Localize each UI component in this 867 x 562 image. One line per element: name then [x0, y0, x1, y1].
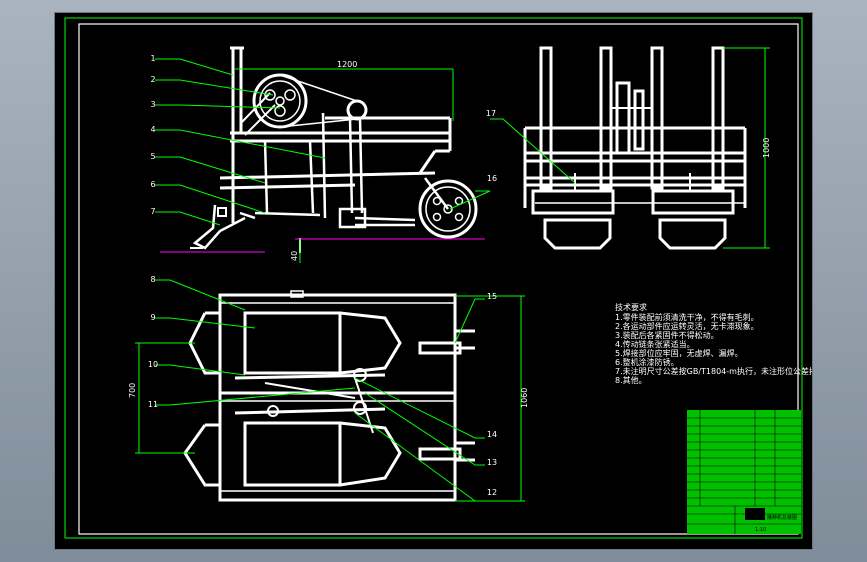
note-4: 4.传动链条张紧适当。	[615, 339, 695, 349]
note-3: 3.装配后各紧固件不得松动。	[615, 330, 719, 340]
callout-7: 7	[150, 207, 155, 216]
plan-view	[183, 290, 475, 502]
callout-4: 4	[150, 125, 155, 134]
callout-14: 14	[487, 430, 497, 439]
callout-15: 15	[487, 292, 497, 301]
callout-16: 16	[487, 174, 497, 183]
callout-9: 9	[150, 313, 155, 322]
note-5: 5.焊接部位应牢固，无虚焊、漏焊。	[615, 348, 743, 358]
callout-3: 3	[150, 100, 155, 109]
dim-small-text: 40	[290, 251, 299, 261]
note-6: 6.整机涂漆防锈。	[615, 357, 679, 367]
leaders-side	[155, 58, 491, 226]
callout-11: 11	[148, 400, 158, 409]
callout-1: 1	[150, 54, 155, 63]
callout-10: 10	[148, 360, 158, 369]
outer-frame	[64, 17, 803, 539]
note-8: 8.其他。	[615, 375, 647, 385]
callout-2: 2	[150, 75, 155, 84]
assembly-drawing: 40 1200 1 2 3 4 5 6 7 16	[64, 17, 812, 539]
title-block-scale: 1:10	[755, 527, 766, 533]
technical-notes: 技术要求 1.零件装配前须清洗干净，不得有毛刺。 2.各运动部件应运转灵活，无卡…	[615, 302, 812, 385]
dim-plan-right-text: 1060	[520, 388, 529, 408]
front-view	[523, 46, 747, 250]
callout-12: 12	[487, 488, 497, 497]
dim-left-text: 700	[128, 383, 137, 398]
callout-17: 17	[486, 109, 496, 118]
title-block-name: 播种机总装图	[767, 514, 797, 521]
cad-viewport[interactable]: 40 1200 1 2 3 4 5 6 7 16	[55, 13, 812, 549]
dim-right-text: 1000	[762, 138, 771, 158]
dim-top-text: 1200	[337, 60, 357, 69]
callout-13: 13	[487, 458, 497, 467]
callout-5: 5	[150, 152, 155, 161]
note-2: 2.各运动部件应运转灵活，无卡滞现象。	[615, 321, 759, 331]
note-7: 7.未注明尺寸公差按GB/T1804-m执行，未注形位公差按GB/T1184-K…	[615, 366, 812, 376]
leaders-plan	[135, 279, 525, 502]
note-1: 1.零件装配前须清洗干净，不得有毛刺。	[615, 312, 759, 322]
callout-6: 6	[150, 180, 155, 189]
title-block: 播种机总装图 1:10	[687, 410, 801, 534]
callout-8: 8	[150, 275, 155, 284]
side-view	[190, 46, 478, 253]
leaders-front	[490, 47, 770, 249]
inner-frame	[78, 23, 799, 535]
notes-title: 技术要求	[615, 302, 647, 312]
